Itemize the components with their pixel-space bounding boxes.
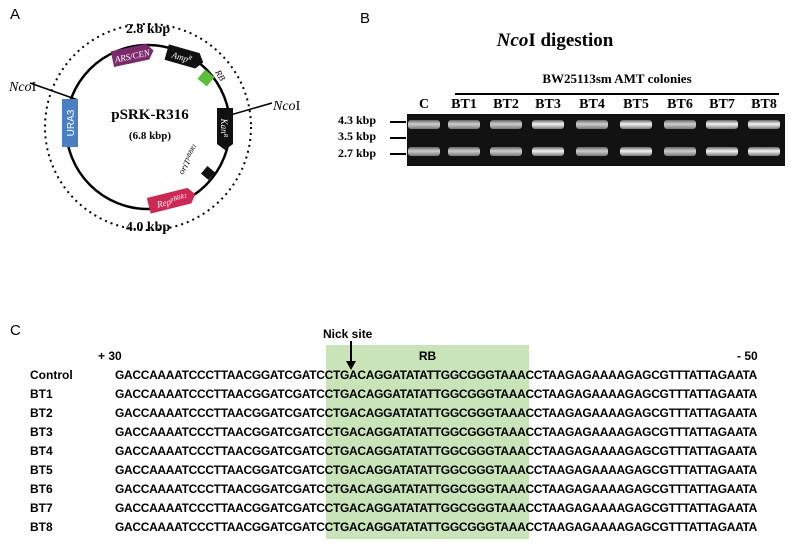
lane-label: BT4 bbox=[579, 97, 605, 112]
gel-title: NcoI digestion bbox=[496, 30, 614, 51]
sequence-label: BT8 bbox=[30, 520, 53, 534]
gel-band bbox=[748, 120, 780, 129]
ncoi-left-line bbox=[29, 82, 79, 101]
svg-text:KanR: KanR bbox=[219, 118, 229, 138]
lane-label: BT3 bbox=[535, 97, 561, 112]
lane-label: BT5 bbox=[623, 97, 649, 112]
gel-band bbox=[448, 147, 480, 156]
lane-label: BT6 bbox=[667, 97, 693, 112]
feature-ars-cen: ARS/CEN bbox=[110, 43, 154, 67]
sequence-label: BT5 bbox=[30, 463, 53, 477]
sequence-text: GACCAAAATCCCTTAACGGATCGATCCTGACAGGATATAT… bbox=[115, 482, 758, 496]
ncoi-right-label: NcoI bbox=[272, 99, 301, 114]
position-right: - 50 bbox=[737, 349, 758, 363]
size-label-4-3: 4.3 kbp bbox=[338, 113, 377, 127]
fragment-dotted-circle bbox=[44, 23, 252, 231]
sequence-label: BT6 bbox=[30, 482, 53, 496]
gel-band bbox=[576, 120, 608, 129]
gel-band bbox=[532, 147, 564, 156]
size-tick bbox=[390, 137, 406, 139]
gel-image bbox=[407, 114, 785, 166]
gel-band bbox=[576, 147, 608, 156]
sequence-text: GACCAAAATCCCTTAACGGATCGATCCTGACAGGATATAT… bbox=[115, 463, 758, 477]
colonies-bracket-line bbox=[455, 93, 779, 95]
plasmid-size: (6.8 kbp) bbox=[129, 130, 172, 142]
feature-rep: ReppBBR1 bbox=[146, 187, 196, 214]
gel-band bbox=[490, 147, 522, 156]
feature-ori-label: oriTpBBR1 bbox=[176, 143, 201, 176]
gel-band bbox=[448, 120, 480, 129]
nick-site-arrow bbox=[346, 341, 356, 370]
sequence-text: GACCAAAATCCCTTAACGGATCGATCCTGACAGGATATAT… bbox=[115, 387, 758, 401]
ncoi-left-label: NcoI bbox=[8, 80, 37, 95]
sequence-text: GACCAAAATCCCTTAACGGATCGATCCTGACAGGATATAT… bbox=[115, 444, 758, 458]
sequence-label: BT1 bbox=[30, 387, 53, 401]
gel-band bbox=[748, 147, 780, 156]
position-left: + 30 bbox=[98, 349, 122, 363]
nick-site-label: Nick site bbox=[323, 327, 373, 341]
svg-text:AmpR: AmpR bbox=[170, 50, 193, 66]
top-fragment-label: 2.8 kbp bbox=[126, 22, 171, 37]
feature-rb bbox=[197, 69, 215, 87]
sequence-text: GACCAAAATCCCTTAACGGATCGATCCTGACAGGATATAT… bbox=[115, 520, 758, 534]
gel-band bbox=[490, 120, 522, 129]
panel-label-c: C bbox=[10, 322, 21, 339]
sequence-label: BT7 bbox=[30, 501, 53, 515]
sequence-label: Control bbox=[30, 368, 73, 382]
sequence-text: GACCAAAATCCCTTAACGGATCGATCCTGACAGGATATAT… bbox=[115, 406, 758, 420]
plasmid-map: 2.8 kbp 4.0 kbp NcoI NcoI pSRK-R316 (6.8… bbox=[8, 22, 301, 235]
sequence-label: BT3 bbox=[30, 425, 53, 439]
gel-band bbox=[620, 120, 652, 129]
sequence-label: BT2 bbox=[30, 406, 53, 420]
sequence-text: GACCAAAATCCCTTAACGGATCGATCCTGACAGGATATAT… bbox=[115, 501, 758, 515]
sequence-label: BT4 bbox=[30, 444, 53, 458]
lane-label: BT1 bbox=[451, 97, 477, 112]
lane-label: BT8 bbox=[751, 97, 777, 112]
colonies-label: BW25113sm AMT colonies bbox=[542, 71, 692, 86]
feature-ura3: URA3 bbox=[62, 99, 78, 147]
gel-band bbox=[408, 120, 440, 129]
gel-band bbox=[664, 147, 696, 156]
panel-label-a: A bbox=[10, 6, 21, 23]
gel-band bbox=[620, 147, 652, 156]
feature-ori bbox=[200, 165, 216, 181]
lane-label: C bbox=[418, 97, 430, 112]
gel-band bbox=[706, 147, 738, 156]
gel-band bbox=[664, 120, 696, 129]
gel-band bbox=[532, 120, 564, 129]
sequence-text: GACCAAAATCCCTTAACGGATCGATCCTGACAGGATATAT… bbox=[115, 368, 758, 382]
svg-text:URA3: URA3 bbox=[66, 109, 77, 136]
bottom-fragment-label: 4.0 kbp bbox=[126, 220, 171, 235]
gel-band bbox=[706, 120, 738, 129]
feature-amp: AmpR bbox=[164, 44, 204, 69]
sequence-text: GACCAAAATCCCTTAACGGATCGATCCTGACAGGATATAT… bbox=[115, 425, 758, 439]
rb-highlight bbox=[326, 345, 529, 539]
lane-label: BT7 bbox=[709, 97, 735, 112]
rb-label: RB bbox=[418, 349, 437, 363]
lane-label: BT2 bbox=[493, 97, 519, 112]
plasmid-name: pSRK-R316 bbox=[111, 107, 189, 123]
svg-text:ReppBBR1: ReppBBR1 bbox=[155, 192, 188, 209]
gel-band bbox=[408, 147, 440, 156]
size-label-3-5: 3.5 kbp bbox=[338, 129, 377, 143]
size-tick bbox=[390, 153, 406, 155]
panel-label-b: B bbox=[360, 10, 371, 27]
plasmid-backbone bbox=[64, 43, 232, 211]
size-tick bbox=[390, 121, 406, 123]
size-label-2-7: 2.7 kbp bbox=[338, 146, 377, 160]
feature-kan: KanR bbox=[217, 108, 233, 150]
